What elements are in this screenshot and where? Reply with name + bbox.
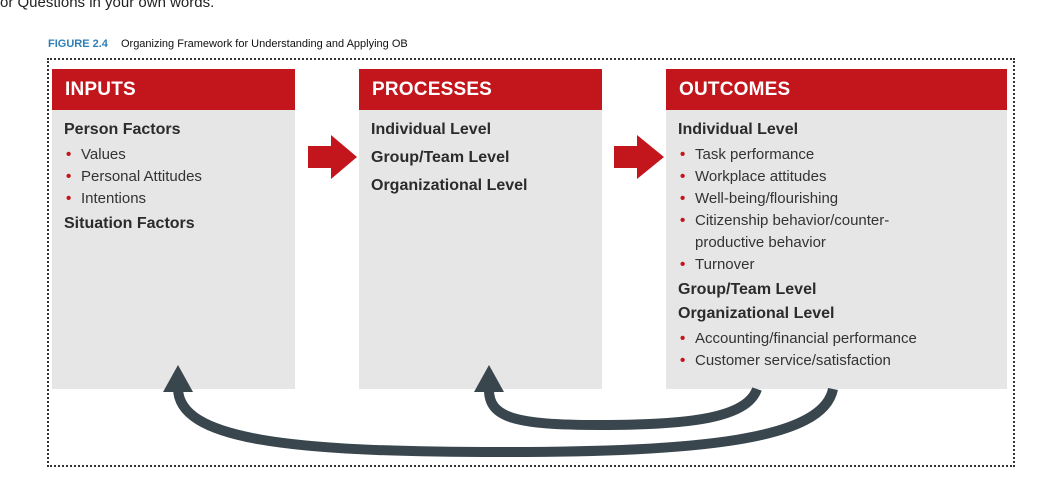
list-item: •Turnover xyxy=(678,254,1007,276)
bullet-icon: • xyxy=(680,352,686,369)
bullet-icon: • xyxy=(66,168,72,185)
list-item: •Accounting/financial performance xyxy=(678,328,1007,350)
person-factors-list: •Values •Personal Attitudes •Intentions xyxy=(64,144,295,210)
outcomes-header: OUTCOMES xyxy=(666,69,1007,110)
list-item: •Values xyxy=(64,144,295,166)
bullet-icon: • xyxy=(680,168,686,185)
organizational-outcomes-list: •Accounting/financial performance •Custo… xyxy=(678,328,1007,372)
figure-caption: FIGURE 2.4 Organizing Framework for Unde… xyxy=(48,38,408,50)
bullet-icon: • xyxy=(680,256,686,273)
figure-title: Organizing Framework for Understanding a… xyxy=(120,38,408,50)
bullet-icon: • xyxy=(680,190,686,207)
arrowhead-icon xyxy=(474,365,504,392)
list-item: •Customer service/satisfaction xyxy=(678,350,1007,372)
bullet-icon: • xyxy=(66,146,72,163)
arrowhead-icon xyxy=(163,365,193,392)
intro-text-fragment: or Questions in your own words. xyxy=(0,0,215,11)
individual-outcomes-list: •Task performance •Workplace attitudes •… xyxy=(678,144,1007,276)
inputs-header: INPUTS xyxy=(52,69,295,110)
process-organizational-level: Organizational Level xyxy=(371,177,528,194)
right-arrow-icon xyxy=(308,135,357,179)
list-item: •Workplace attitudes xyxy=(678,166,1007,188)
list-item: •Intentions xyxy=(64,188,295,210)
list-item: •Task performance xyxy=(678,144,1007,166)
bullet-icon: • xyxy=(66,190,72,207)
outcomes-panel: OUTCOMES Individual Level •Task performa… xyxy=(666,69,1007,389)
outcome-group-level: Group/Team Level xyxy=(678,281,817,298)
curved-feedback-arrow-icon xyxy=(173,387,838,458)
outcome-individual-level: Individual Level xyxy=(678,121,799,138)
bullet-icon: • xyxy=(680,212,686,229)
person-factors-heading: Person Factors xyxy=(64,121,181,138)
bullet-icon: • xyxy=(680,146,686,163)
process-group-level: Group/Team Level xyxy=(371,149,510,166)
figure-frame xyxy=(47,58,1015,467)
bullet-icon: • xyxy=(680,330,686,347)
list-item-continuation: productive behavior xyxy=(695,234,826,251)
process-individual-level: Individual Level xyxy=(371,121,492,138)
outcome-organizational-level: Organizational Level xyxy=(678,305,835,322)
inputs-panel: INPUTS Person Factors •Values •Personal … xyxy=(52,69,295,389)
processes-header: PROCESSES xyxy=(359,69,602,110)
right-arrow-icon xyxy=(614,135,664,179)
list-item: •Citizenship behavior/counter- xyxy=(678,210,1007,232)
figure-number: FIGURE 2.4 xyxy=(48,38,108,50)
list-item: •Personal Attitudes xyxy=(64,166,295,188)
curved-feedback-arrow-icon xyxy=(483,386,762,431)
list-item: •Well-being/flourishing xyxy=(678,188,1007,210)
situation-factors-heading: Situation Factors xyxy=(64,215,195,232)
processes-panel: PROCESSES Individual Level Group/Team Le… xyxy=(359,69,602,389)
